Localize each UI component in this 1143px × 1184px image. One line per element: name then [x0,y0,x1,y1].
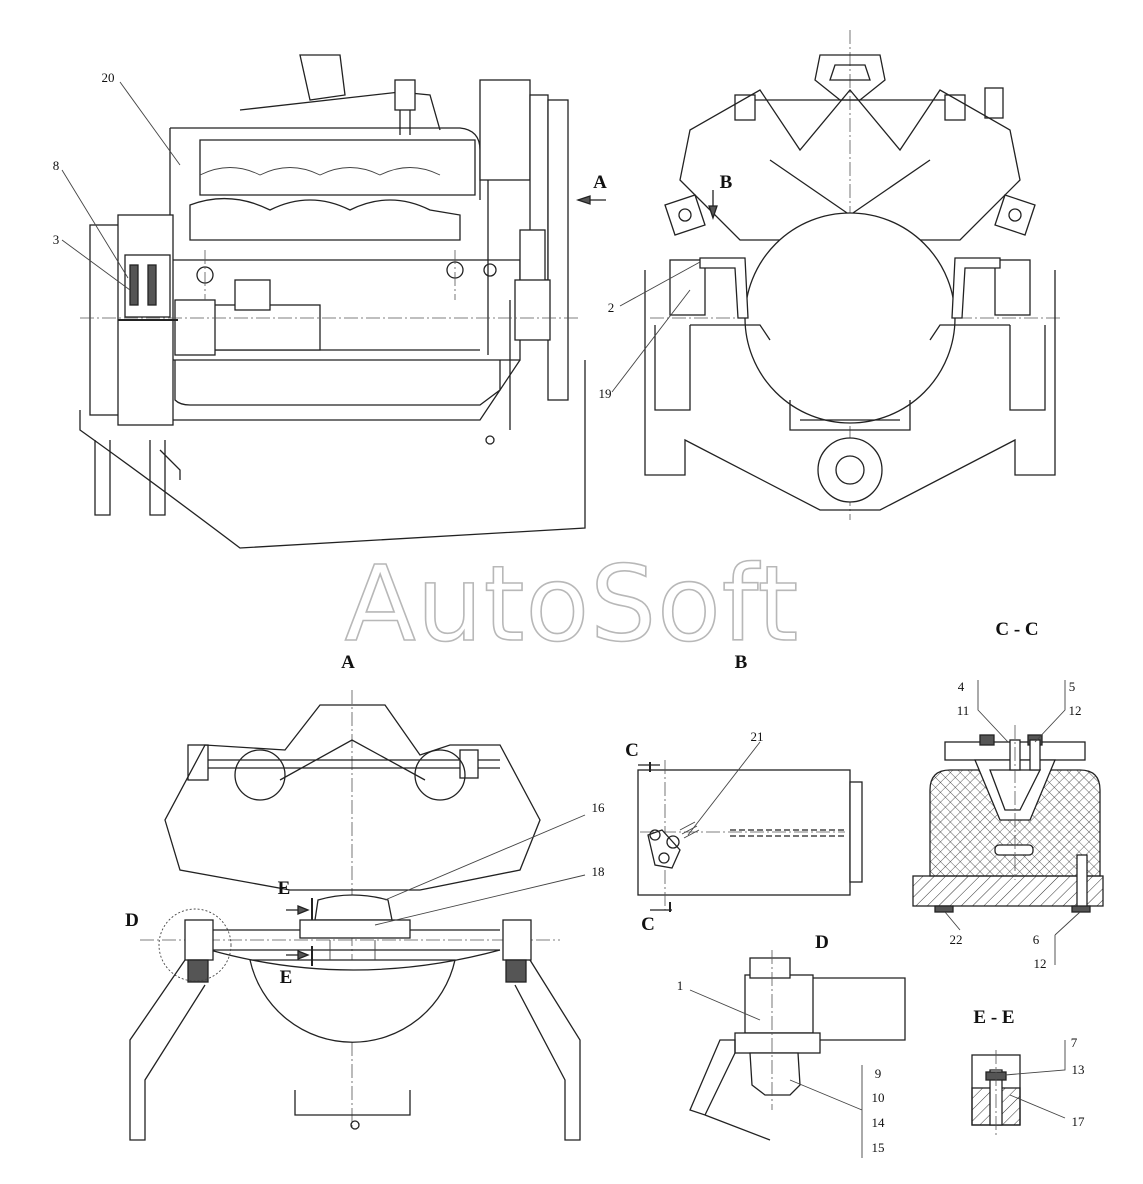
callout-22: 22 [950,932,963,947]
view-a [129,690,586,1141]
view-marker-b: B [720,172,733,193]
section-marker-e-top: E [278,878,291,899]
callout-15: 15 [872,1140,885,1155]
view-title-e-e: E - E [973,1007,1014,1028]
callout-10: 10 [872,1090,885,1105]
callout-7: 7 [1071,1035,1078,1050]
detail-marker-d: D [125,910,139,931]
view-marker-a: A [593,172,607,193]
callout-8: 8 [53,158,60,173]
front-view [611,30,1060,520]
callout-18: 18 [592,864,605,879]
callout-13: 13 [1072,1062,1085,1077]
detail-d [689,950,906,1158]
callout-12-top: 12 [1069,703,1082,718]
view-title-a: A [341,652,355,673]
section-marker-c-bottom: C [641,914,655,935]
section-marker-c-top: C [625,740,639,761]
callout-14: 14 [872,1115,886,1130]
callout-17: 17 [1072,1114,1086,1129]
callout-1: 1 [677,978,684,993]
watermark: AutoSoft [345,543,800,665]
callout-2: 2 [608,300,615,315]
callout-21: 21 [751,729,764,744]
callout-19: 19 [599,386,612,401]
section-marker-e-bottom: E [280,967,293,988]
callout-3: 3 [53,232,60,247]
view-title-d: D [815,932,829,953]
callout-16: 16 [592,800,606,815]
view-b-detail [637,741,863,912]
callout-11: 11 [957,703,970,718]
section-e-e [971,1040,1066,1135]
side-view [61,54,606,549]
callout-5: 5 [1069,679,1076,694]
section-c-c [912,680,1104,965]
callout-4: 4 [958,679,965,694]
view-title-c-c: C - C [995,619,1038,640]
view-title-b: B [735,652,748,673]
callout-20: 20 [102,70,115,85]
callout-9: 9 [875,1066,882,1081]
callout-6: 6 [1033,932,1040,947]
callout-12-bottom: 12 [1034,956,1047,971]
